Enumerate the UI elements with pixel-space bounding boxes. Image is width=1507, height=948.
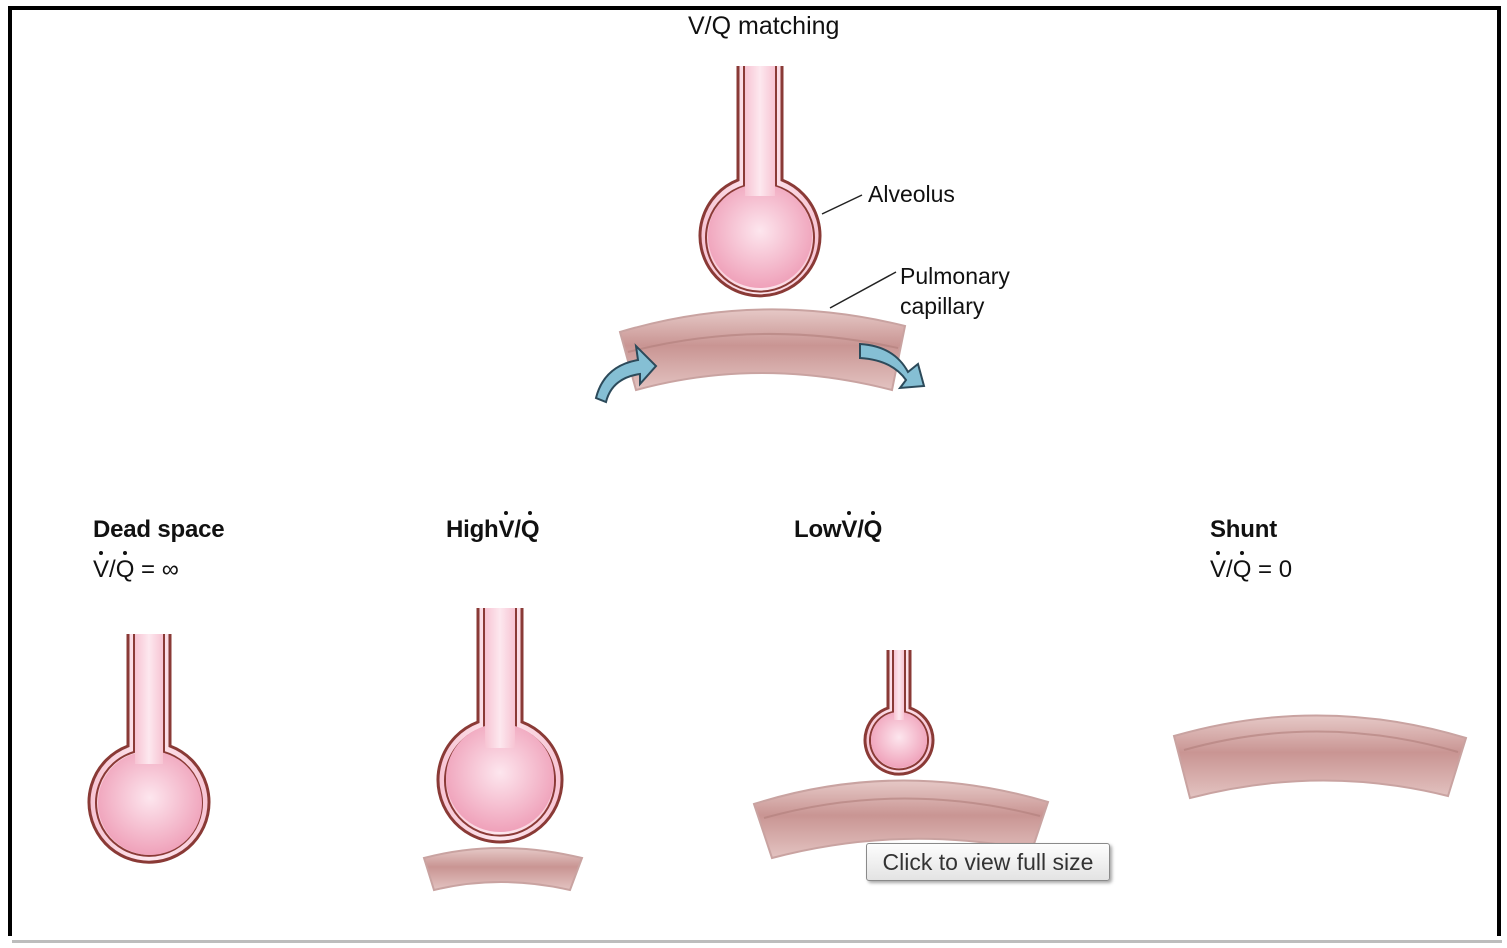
dead-space-ratio-value: = ∞ [141, 556, 179, 583]
alveolus-main [700, 66, 820, 296]
shunt-unit [1174, 715, 1466, 798]
v-dot-symbol: V [499, 516, 515, 544]
capillary-label: capillary [900, 293, 984, 320]
shunt-heading: Shunt [1210, 516, 1277, 544]
v-dot-symbol: V [93, 556, 109, 584]
capillary-leader-line [830, 272, 896, 308]
alveolus-leader-line [822, 195, 862, 214]
diagram-title: V/Q matching [688, 12, 839, 41]
low-vq-heading: LowV/Q [794, 516, 882, 544]
vq-matching-unit [596, 66, 924, 402]
low-vq-unit [754, 650, 1048, 858]
v-dot-symbol: V [841, 516, 857, 544]
alveolus-label: Alveolus [868, 181, 955, 208]
high-vq-prefix: High [446, 516, 499, 543]
pulmonary-label: Pulmonary [900, 263, 1010, 290]
v-dot-symbol: V [1210, 556, 1226, 584]
q-dot-symbol: Q [1233, 556, 1252, 584]
q-dot-symbol: Q [864, 516, 882, 544]
low-vq-prefix: Low [794, 516, 841, 543]
shunt-ratio-value: = 0 [1258, 556, 1292, 583]
q-dot-symbol: Q [116, 556, 135, 584]
dead-space-unit [89, 634, 209, 862]
dead-space-ratio: V/Q = ∞ [93, 556, 179, 584]
view-full-size-button[interactable]: Click to view full size [866, 843, 1110, 881]
dead-space-heading: Dead space [93, 516, 224, 544]
shunt-ratio: V/Q = 0 [1210, 556, 1292, 584]
q-dot-symbol: Q [521, 516, 539, 544]
high-vq-unit [424, 608, 582, 890]
high-vq-heading: HighV/Q [446, 516, 539, 544]
